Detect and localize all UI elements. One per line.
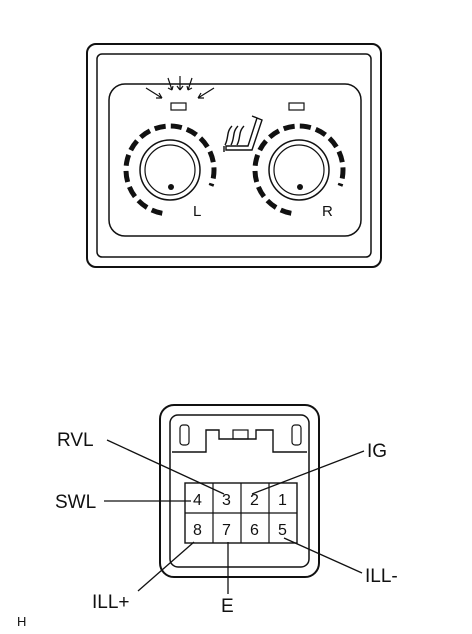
label-ill-plus: ILL+ [92, 592, 130, 613]
switch-face [108, 83, 362, 237]
connector-inner-housing [169, 414, 310, 568]
label-ill-minus: ILL- [365, 566, 398, 587]
connector-left-slot [179, 424, 190, 446]
pin-1: 1 [278, 492, 287, 509]
leader-line-ill-minus [283, 537, 363, 574]
pin-grid [184, 482, 298, 544]
leader-line-ill-plus [137, 541, 195, 592]
connector-latch-outline [172, 429, 307, 453]
left-dial-knob-inner [144, 144, 196, 196]
connector-right-slot [291, 424, 302, 446]
label-rvl: RVL [57, 430, 94, 451]
label-swl: SWL [55, 492, 96, 513]
right-dial-scale [252, 123, 346, 217]
label-e: E [221, 596, 234, 617]
pin-2: 2 [250, 492, 259, 509]
pin-6: 6 [250, 522, 259, 539]
connector-outer-housing [159, 404, 320, 578]
left-dial-knob-outer [139, 139, 201, 201]
left-dial-scale [123, 123, 217, 217]
left-dial-pointer [168, 184, 174, 190]
pin-3: 3 [222, 492, 231, 509]
figure-code: H [17, 614, 26, 629]
pin-4: 4 [193, 492, 202, 509]
seat-heater-icon [223, 115, 263, 152]
left-indicator-lamp [170, 102, 187, 111]
leader-line-rvl [106, 439, 225, 495]
connector-latch-tab [232, 429, 249, 440]
pin-8: 8 [193, 522, 202, 539]
leader-line-ig [251, 450, 365, 495]
right-indicator-lamp [288, 102, 305, 111]
pin-5: 5 [278, 522, 287, 539]
left-temperature-dial[interactable] [119, 119, 221, 221]
right-dial-label: R [322, 203, 333, 220]
right-dial-knob-inner [273, 144, 325, 196]
seat-heater-switch: L R [86, 43, 382, 268]
left-dial-label: L [193, 203, 201, 220]
connector: 4 3 2 1 8 7 6 5 RVL IG SWL ILL- ILL+ E [55, 404, 398, 617]
right-dial-pointer [297, 184, 303, 190]
label-ig: IG [367, 441, 387, 462]
right-temperature-dial[interactable] [248, 119, 350, 221]
switch-outer-frame [86, 43, 382, 268]
lamp-rays-icon [145, 76, 215, 111]
pin-7: 7 [222, 522, 231, 539]
right-dial-knob-outer [268, 139, 330, 201]
switch-inner-frame [96, 53, 372, 258]
